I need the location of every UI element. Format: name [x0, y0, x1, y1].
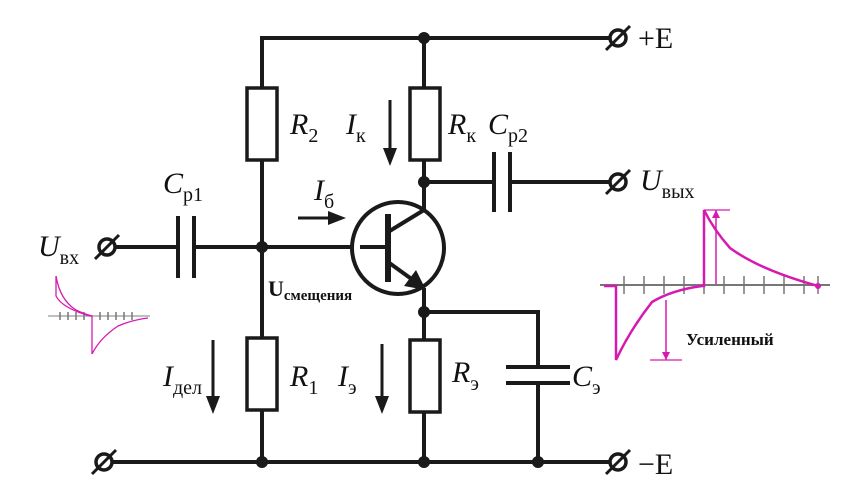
resistor-re — [408, 338, 442, 414]
terminal-ground-left — [90, 448, 118, 476]
terminal-minus-e — [604, 448, 632, 476]
arrow-ik — [383, 100, 397, 166]
resistor-rk — [408, 86, 442, 162]
label-bias: Uсмещения — [268, 276, 352, 304]
label-minus-e: −E — [638, 448, 673, 481]
label-ib: Iб — [313, 174, 334, 213]
resistor-r1 — [245, 336, 279, 412]
terminal-uin — [93, 233, 121, 261]
label-idel: Iдел — [162, 360, 202, 399]
terminal-uout — [604, 168, 632, 196]
label-r2: R2 — [289, 108, 318, 147]
capacitor-cp1 — [176, 216, 196, 278]
output-waveform — [600, 209, 830, 361]
resistor-r2 — [245, 86, 279, 162]
label-uout: Uвых — [640, 164, 695, 203]
capacitor-ce — [506, 365, 570, 385]
label-cp2: Cр2 — [488, 108, 528, 147]
label-r1: R1 — [289, 360, 318, 399]
label-cp1: Cр1 — [163, 167, 203, 206]
arrow-ib — [298, 211, 346, 225]
label-rk: Rк — [447, 108, 476, 147]
capacitor-cp2 — [492, 152, 512, 212]
terminal-plus-e — [604, 24, 632, 52]
input-waveform — [48, 275, 150, 355]
label-uin: Uвх — [38, 230, 79, 269]
label-ce: Cэ — [572, 360, 601, 399]
label-amplified: Усиленный — [686, 330, 774, 349]
arrow-ie — [375, 344, 389, 414]
label-ie: Iэ — [337, 360, 357, 399]
label-ik: Iк — [345, 108, 366, 147]
junction-dots — [256, 32, 544, 468]
label-re: Rэ — [451, 356, 479, 395]
wires — [110, 36, 614, 464]
arrow-idel — [206, 340, 220, 414]
label-plus-e: +E — [638, 22, 673, 55]
transistor-npn — [350, 200, 446, 312]
